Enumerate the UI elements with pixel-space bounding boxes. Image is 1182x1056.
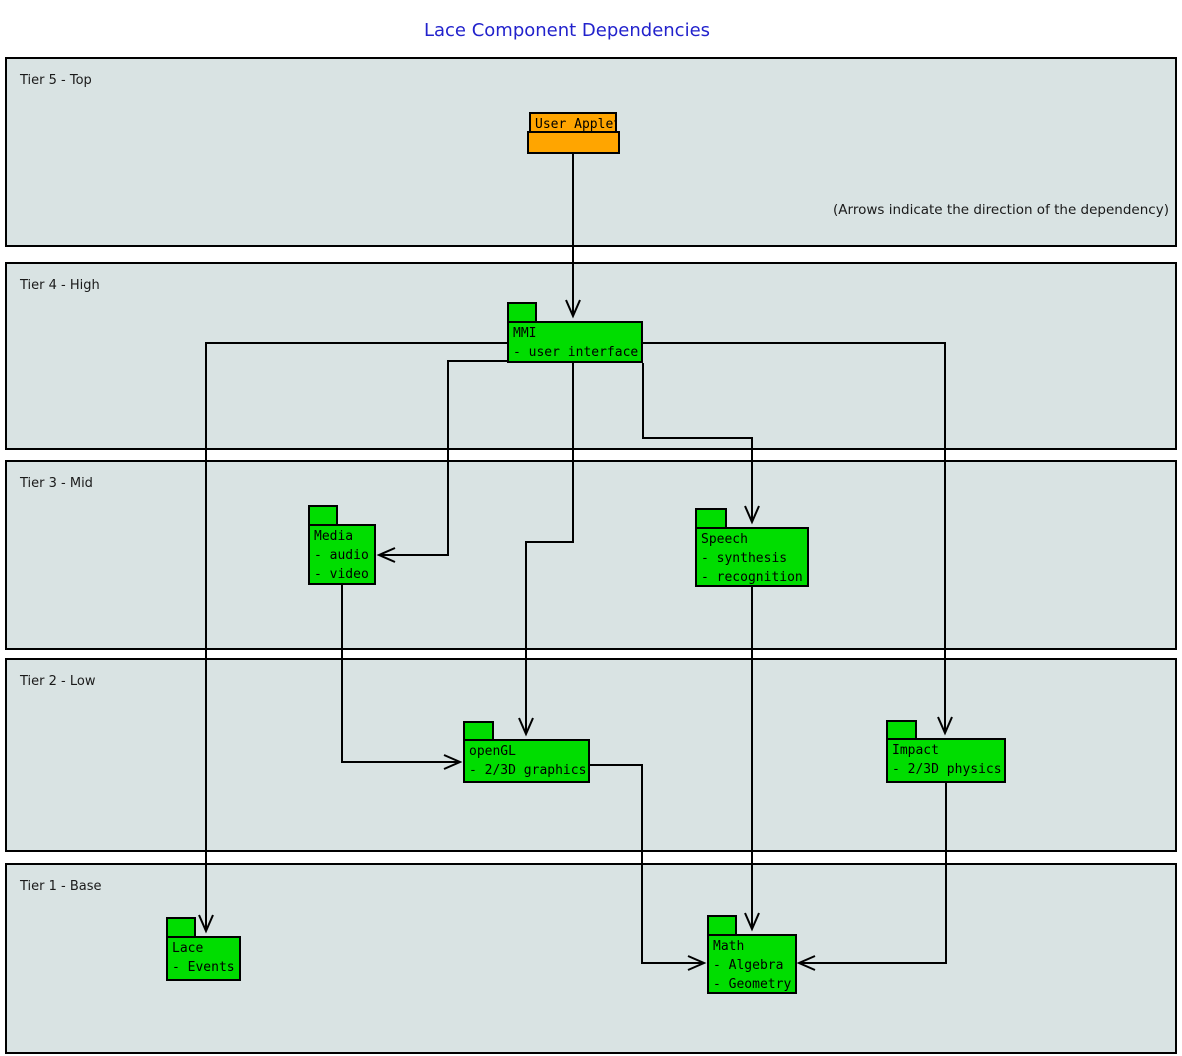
node-mmi-folder-tab xyxy=(507,302,537,323)
node-line: - recognition xyxy=(701,570,803,585)
node-impact-folder-tab xyxy=(886,720,917,740)
node-title: Lace xyxy=(172,941,204,956)
node-lace-body: Lace - Events xyxy=(166,936,241,981)
tier-band-4: Tier 4 - High xyxy=(5,262,1177,450)
node-title: User Applet xyxy=(535,117,617,132)
node-opengl-body: openGL - 2/3D graphics xyxy=(463,739,590,783)
tier-label-1: Tier 1 - Base xyxy=(20,879,102,894)
node-line: - Algebra xyxy=(713,958,784,973)
node-opengl-folder-tab xyxy=(463,721,494,741)
tier-label-2: Tier 2 - Low xyxy=(20,674,96,689)
node-title: Media xyxy=(314,529,354,544)
dependency-note: (Arrows indicate the direction of the de… xyxy=(833,202,1169,218)
node-title: Impact xyxy=(892,743,939,758)
node-mmi-body: MMI - user interface xyxy=(507,321,643,363)
node-user-applet-label: User Applet xyxy=(529,112,617,133)
node-speech-body: Speech - synthesis - recognition xyxy=(695,527,809,587)
node-line: - Geometry xyxy=(713,977,792,992)
node-title: Math xyxy=(713,939,745,954)
node-lace-folder-tab xyxy=(166,917,196,938)
node-media-body: Media - audio - video xyxy=(308,524,376,585)
node-media-folder-tab xyxy=(308,505,338,526)
node-user-applet-body xyxy=(527,131,620,154)
page-title: Lace Component Dependencies xyxy=(423,20,711,41)
tier-label-5: Tier 5 - Top xyxy=(20,73,92,88)
node-line: - synthesis xyxy=(701,551,788,566)
node-line: - Events xyxy=(172,960,235,975)
node-line: - video xyxy=(314,567,369,582)
tier-label-4: Tier 4 - High xyxy=(20,278,100,293)
node-impact-body: Impact - 2/3D physics xyxy=(886,738,1006,783)
node-line: - 2/3D physics xyxy=(892,762,1002,777)
node-line: - 2/3D graphics xyxy=(469,763,587,778)
tier-band-3: Tier 3 - Mid xyxy=(5,460,1177,650)
node-title: openGL xyxy=(469,744,516,759)
node-title: MMI xyxy=(513,326,537,341)
node-line: - user interface xyxy=(513,345,639,360)
node-math-folder-tab xyxy=(707,915,737,936)
node-math-body: Math - Algebra - Geometry xyxy=(707,934,797,994)
node-title: Speech xyxy=(701,532,748,547)
tier-label-3: Tier 3 - Mid xyxy=(20,476,93,491)
node-speech-folder-tab xyxy=(695,508,727,529)
node-line: - audio xyxy=(314,548,369,563)
